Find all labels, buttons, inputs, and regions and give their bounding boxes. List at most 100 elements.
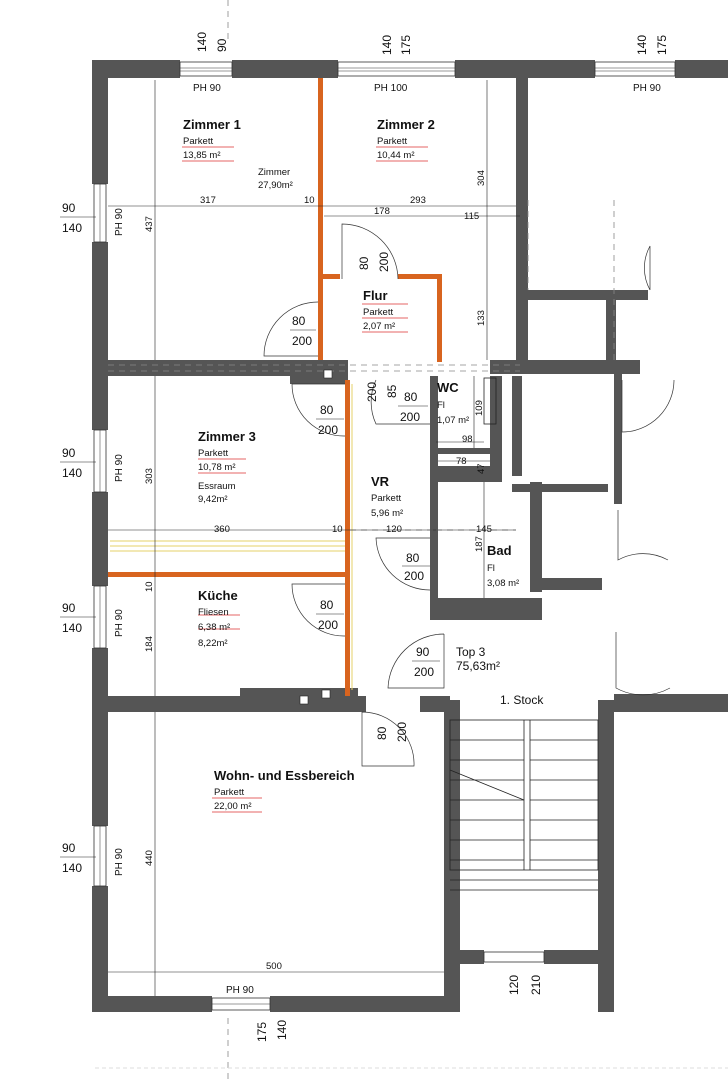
door-wohn-width: 80 <box>375 726 389 740</box>
zimmer1-name: Zimmer 1 <box>183 117 241 132</box>
window-stair-width: 120 <box>507 975 521 995</box>
wc-floor: Fl <box>437 400 445 411</box>
window-top3-height: 175 <box>655 35 669 55</box>
essraum-area: 9,42m² <box>198 494 228 505</box>
top3-name: Top 3 <box>456 645 486 659</box>
kueche-name: Küche <box>198 588 238 603</box>
wohn-area: 22,00 m² <box>214 801 252 812</box>
wohn-name: Wohn- und Essbereich <box>214 768 355 783</box>
essraum-name: Essraum <box>198 481 236 492</box>
zimmer-combined-area: 27,90m² <box>258 180 293 191</box>
window-bottom-height: 140 <box>275 1020 289 1040</box>
window-stair-height: 210 <box>529 975 543 995</box>
label-underlines <box>182 146 428 813</box>
window-top1-height: 90 <box>215 38 229 52</box>
kueche-area: 6,38 m² <box>198 622 230 633</box>
wc-area: 1,07 m² <box>437 415 469 426</box>
stock-label: 1. Stock <box>500 693 544 707</box>
door-wc-height: 200 <box>400 410 420 424</box>
window-left4-width: 140 <box>62 861 82 875</box>
window-left2-height: 90 <box>62 446 76 460</box>
zimmer1-floor: Parkett <box>183 136 213 147</box>
window-top1-width: 140 <box>195 32 209 52</box>
zimmer3-name: Zimmer 3 <box>198 429 256 444</box>
door-z3-width: 80 <box>320 403 334 417</box>
shaft-marker-2 <box>299 695 309 705</box>
dim-10b: 10 <box>332 524 343 535</box>
top3-area: 75,63m² <box>456 659 500 673</box>
zimmer-combined-name: Zimmer <box>258 167 290 178</box>
dim-317: 317 <box>200 195 216 206</box>
door-flur-top-width: 80 <box>357 256 371 270</box>
kueche-area2: 8,22m² <box>198 638 228 649</box>
door-flur-left-width: 80 <box>292 314 306 328</box>
dim-184: 184 <box>144 636 155 652</box>
door-flur-top-height: 200 <box>377 252 391 272</box>
dim-500: 500 <box>266 961 282 972</box>
dim-145: 145 <box>476 524 492 535</box>
window-left1-parapet: PH 90 <box>114 208 125 236</box>
dim-120: 120 <box>386 524 402 535</box>
door-bad-width: 80 <box>406 551 420 565</box>
bad-name: Bad <box>487 543 512 558</box>
dim-115: 115 <box>464 211 479 222</box>
window-left1-height: 90 <box>62 201 76 215</box>
door-bad-height: 200 <box>404 569 424 583</box>
zimmer2-area: 10,44 m² <box>377 150 415 161</box>
window-bottom-width: 175 <box>255 1022 269 1042</box>
flur-floor: Parkett <box>363 307 393 318</box>
door-wc-width: 80 <box>404 390 418 404</box>
shaft-marker <box>323 369 333 379</box>
vr-floor: Parkett <box>371 493 401 504</box>
dim-440: 440 <box>144 850 155 866</box>
window-top2-height: 175 <box>399 35 413 55</box>
window-top2-width: 140 <box>380 35 394 55</box>
window-left4-height: 90 <box>62 841 76 855</box>
door-flur-left-height: 200 <box>292 334 312 348</box>
zimmer3-floor: Parkett <box>198 448 228 459</box>
flur-area: 2,07 m² <box>363 321 395 332</box>
window-top3-width: 140 <box>635 35 649 55</box>
zimmer1-area: 13,85 m² <box>183 150 221 161</box>
wohn-floor: Parkett <box>214 787 244 798</box>
dimension-lines <box>108 80 520 996</box>
dim-10a: 10 <box>304 195 315 206</box>
dim-293: 293 <box>410 195 426 206</box>
door-wohn-height: 200 <box>395 722 409 742</box>
dim-303: 303 <box>144 468 155 484</box>
dim-109: 109 <box>474 400 485 416</box>
door-entry-height: 200 <box>414 665 434 679</box>
window-left3-height: 90 <box>62 601 76 615</box>
dim-133: 133 <box>476 310 487 326</box>
dim-187: 187 <box>474 536 485 552</box>
door-vr-top-width: 85 <box>385 384 399 398</box>
drywall-partitions <box>108 78 442 696</box>
bad-floor: Fl <box>487 563 495 574</box>
dim-304: 304 <box>476 170 487 186</box>
window-bottom-parapet: PH 90 <box>226 985 254 996</box>
window-left4-parapet: PH 90 <box>114 848 125 876</box>
window-left2-parapet: PH 90 <box>114 454 125 482</box>
dim-10c: 10 <box>144 581 155 592</box>
door-z3-height: 200 <box>318 423 338 437</box>
door-entry-width: 90 <box>416 645 430 659</box>
window-left3-parapet: PH 90 <box>114 609 125 637</box>
staircase <box>449 719 599 891</box>
dim-47: 47 <box>476 463 487 474</box>
interior-walls <box>108 60 728 712</box>
dim-437: 437 <box>144 216 155 232</box>
windows <box>93 61 676 1011</box>
zimmer3-area: 10,78 m² <box>198 462 236 473</box>
window-top1-parapet: PH 90 <box>193 83 221 94</box>
doors <box>263 223 675 767</box>
zimmer2-name: Zimmer 2 <box>377 117 435 132</box>
vr-name: VR <box>371 474 390 489</box>
kueche-floor: Fliesen <box>198 607 229 618</box>
wc-name: WC <box>437 380 459 395</box>
window-top3-parapet: PH 90 <box>633 83 661 94</box>
dim-78: 78 <box>456 456 467 467</box>
bad-area: 3,08 m² <box>487 578 519 589</box>
dim-98: 98 <box>462 434 473 445</box>
shaft-marker-3 <box>321 689 331 699</box>
